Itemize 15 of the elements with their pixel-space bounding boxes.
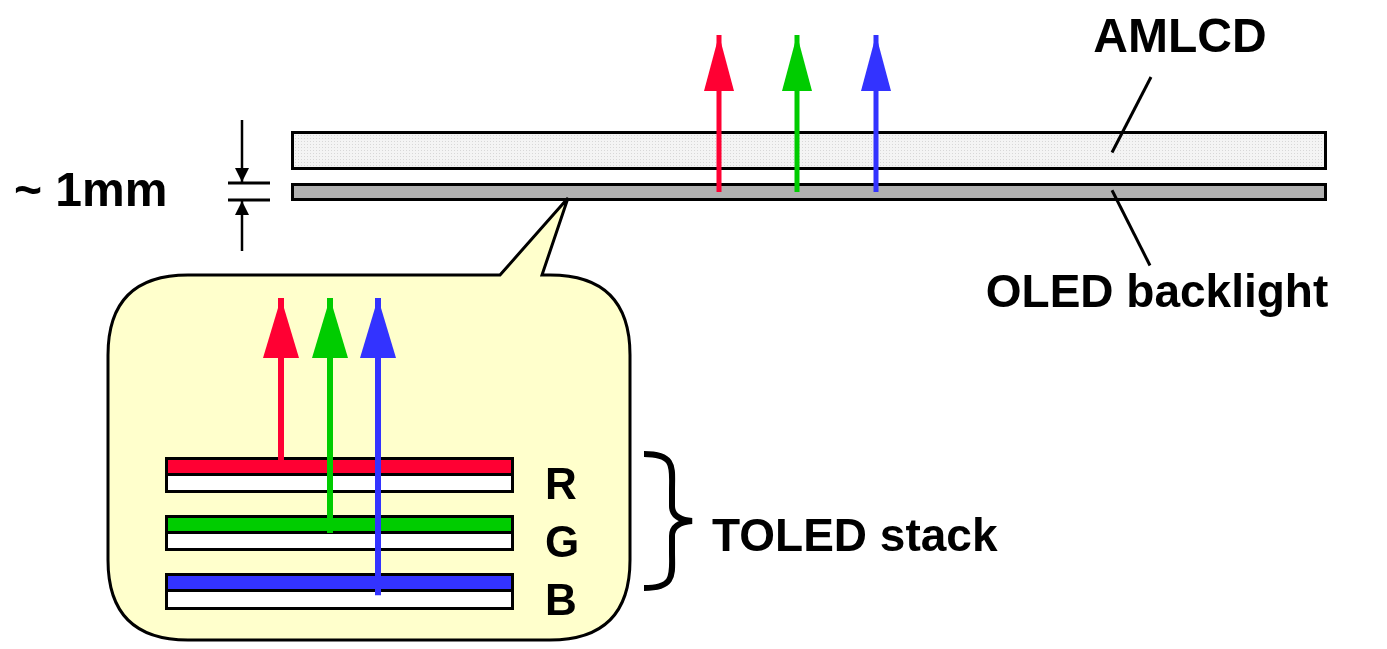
layer-label: G: [545, 520, 580, 564]
leader-line: [1110, 76, 1153, 154]
layer-label: R: [545, 462, 577, 506]
light-arrow: [263, 298, 299, 461]
group-label: TOLED stack: [712, 512, 998, 558]
light-arrow: [704, 35, 734, 192]
light-arrow: [782, 35, 812, 192]
layer-label: B: [545, 578, 577, 622]
lcd-panel: [291, 131, 1327, 170]
light-arrow: [360, 298, 396, 596]
backlight-panel: [291, 183, 1327, 201]
light-arrow: [312, 298, 348, 533]
part-label: AMLCD: [1092, 12, 1268, 60]
dimension-label: ~ 1mm: [14, 166, 168, 214]
light-arrow: [861, 35, 891, 192]
